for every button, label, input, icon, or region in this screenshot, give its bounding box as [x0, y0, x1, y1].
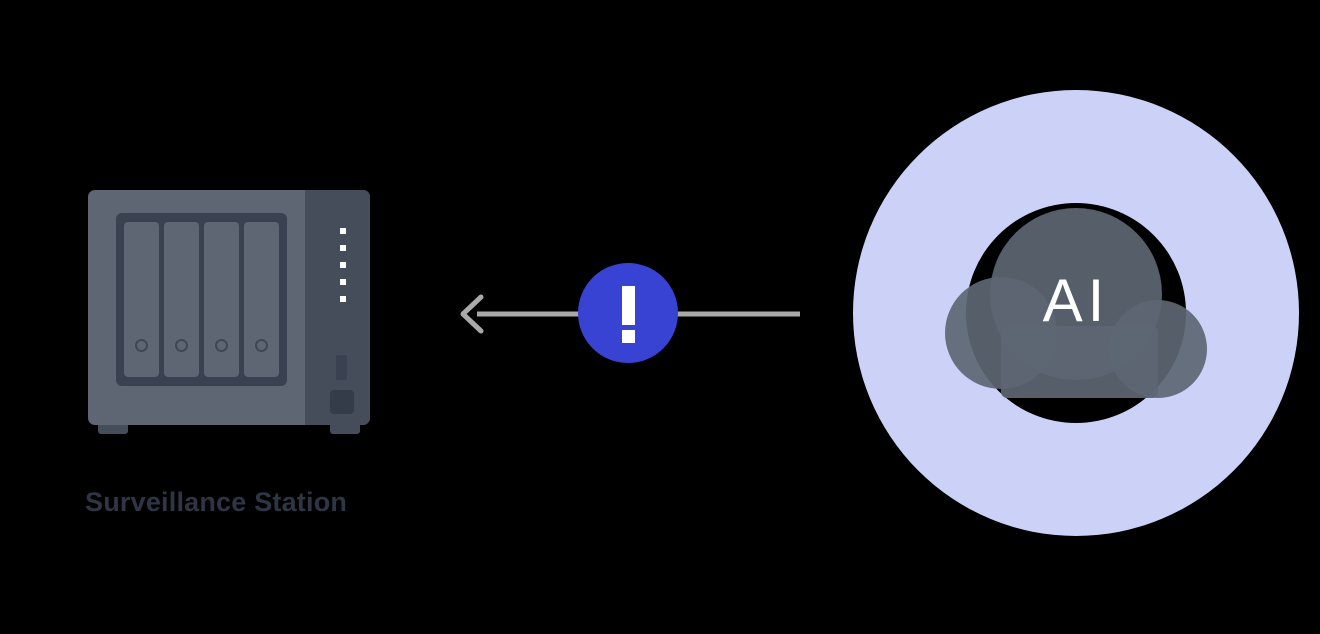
- ai-cloud-icon: AI: [853, 90, 1299, 536]
- nas-drive-handle-icon: [215, 339, 228, 352]
- nas-power-button-icon: [330, 390, 354, 414]
- exclamation-stem: [622, 286, 635, 325]
- exclamation-alert-icon[interactable]: [578, 263, 678, 363]
- nas-drive-handle-icon: [255, 339, 268, 352]
- nas-usb-port-icon: [336, 355, 347, 380]
- nas-drive-bay: [124, 222, 159, 377]
- nas-drive-handle-icon: [135, 339, 148, 352]
- nas-side-panel: [305, 190, 370, 425]
- ai-label: AI: [1042, 267, 1110, 334]
- cloud-shape-icon: [945, 208, 1207, 398]
- nas-status-led-icon: [340, 296, 346, 302]
- nas-drive-bay: [204, 222, 239, 377]
- nas-device-icon: [88, 190, 373, 435]
- nas-status-led-icon: [340, 279, 346, 285]
- nas-status-led-icon: [340, 228, 346, 234]
- nas-drive-bay: [164, 222, 199, 377]
- nas-foot: [98, 425, 128, 434]
- nas-status-led-icon: [340, 262, 346, 268]
- nas-status-led-icon: [340, 245, 346, 251]
- nas-label: Surveillance Station: [85, 487, 348, 517]
- exclamation-dot: [622, 330, 635, 343]
- nas-foot: [330, 425, 360, 434]
- nas-drive-bay: [244, 222, 279, 377]
- nas-drive-bay-frame: [116, 213, 287, 386]
- nas-drive-handle-icon: [175, 339, 188, 352]
